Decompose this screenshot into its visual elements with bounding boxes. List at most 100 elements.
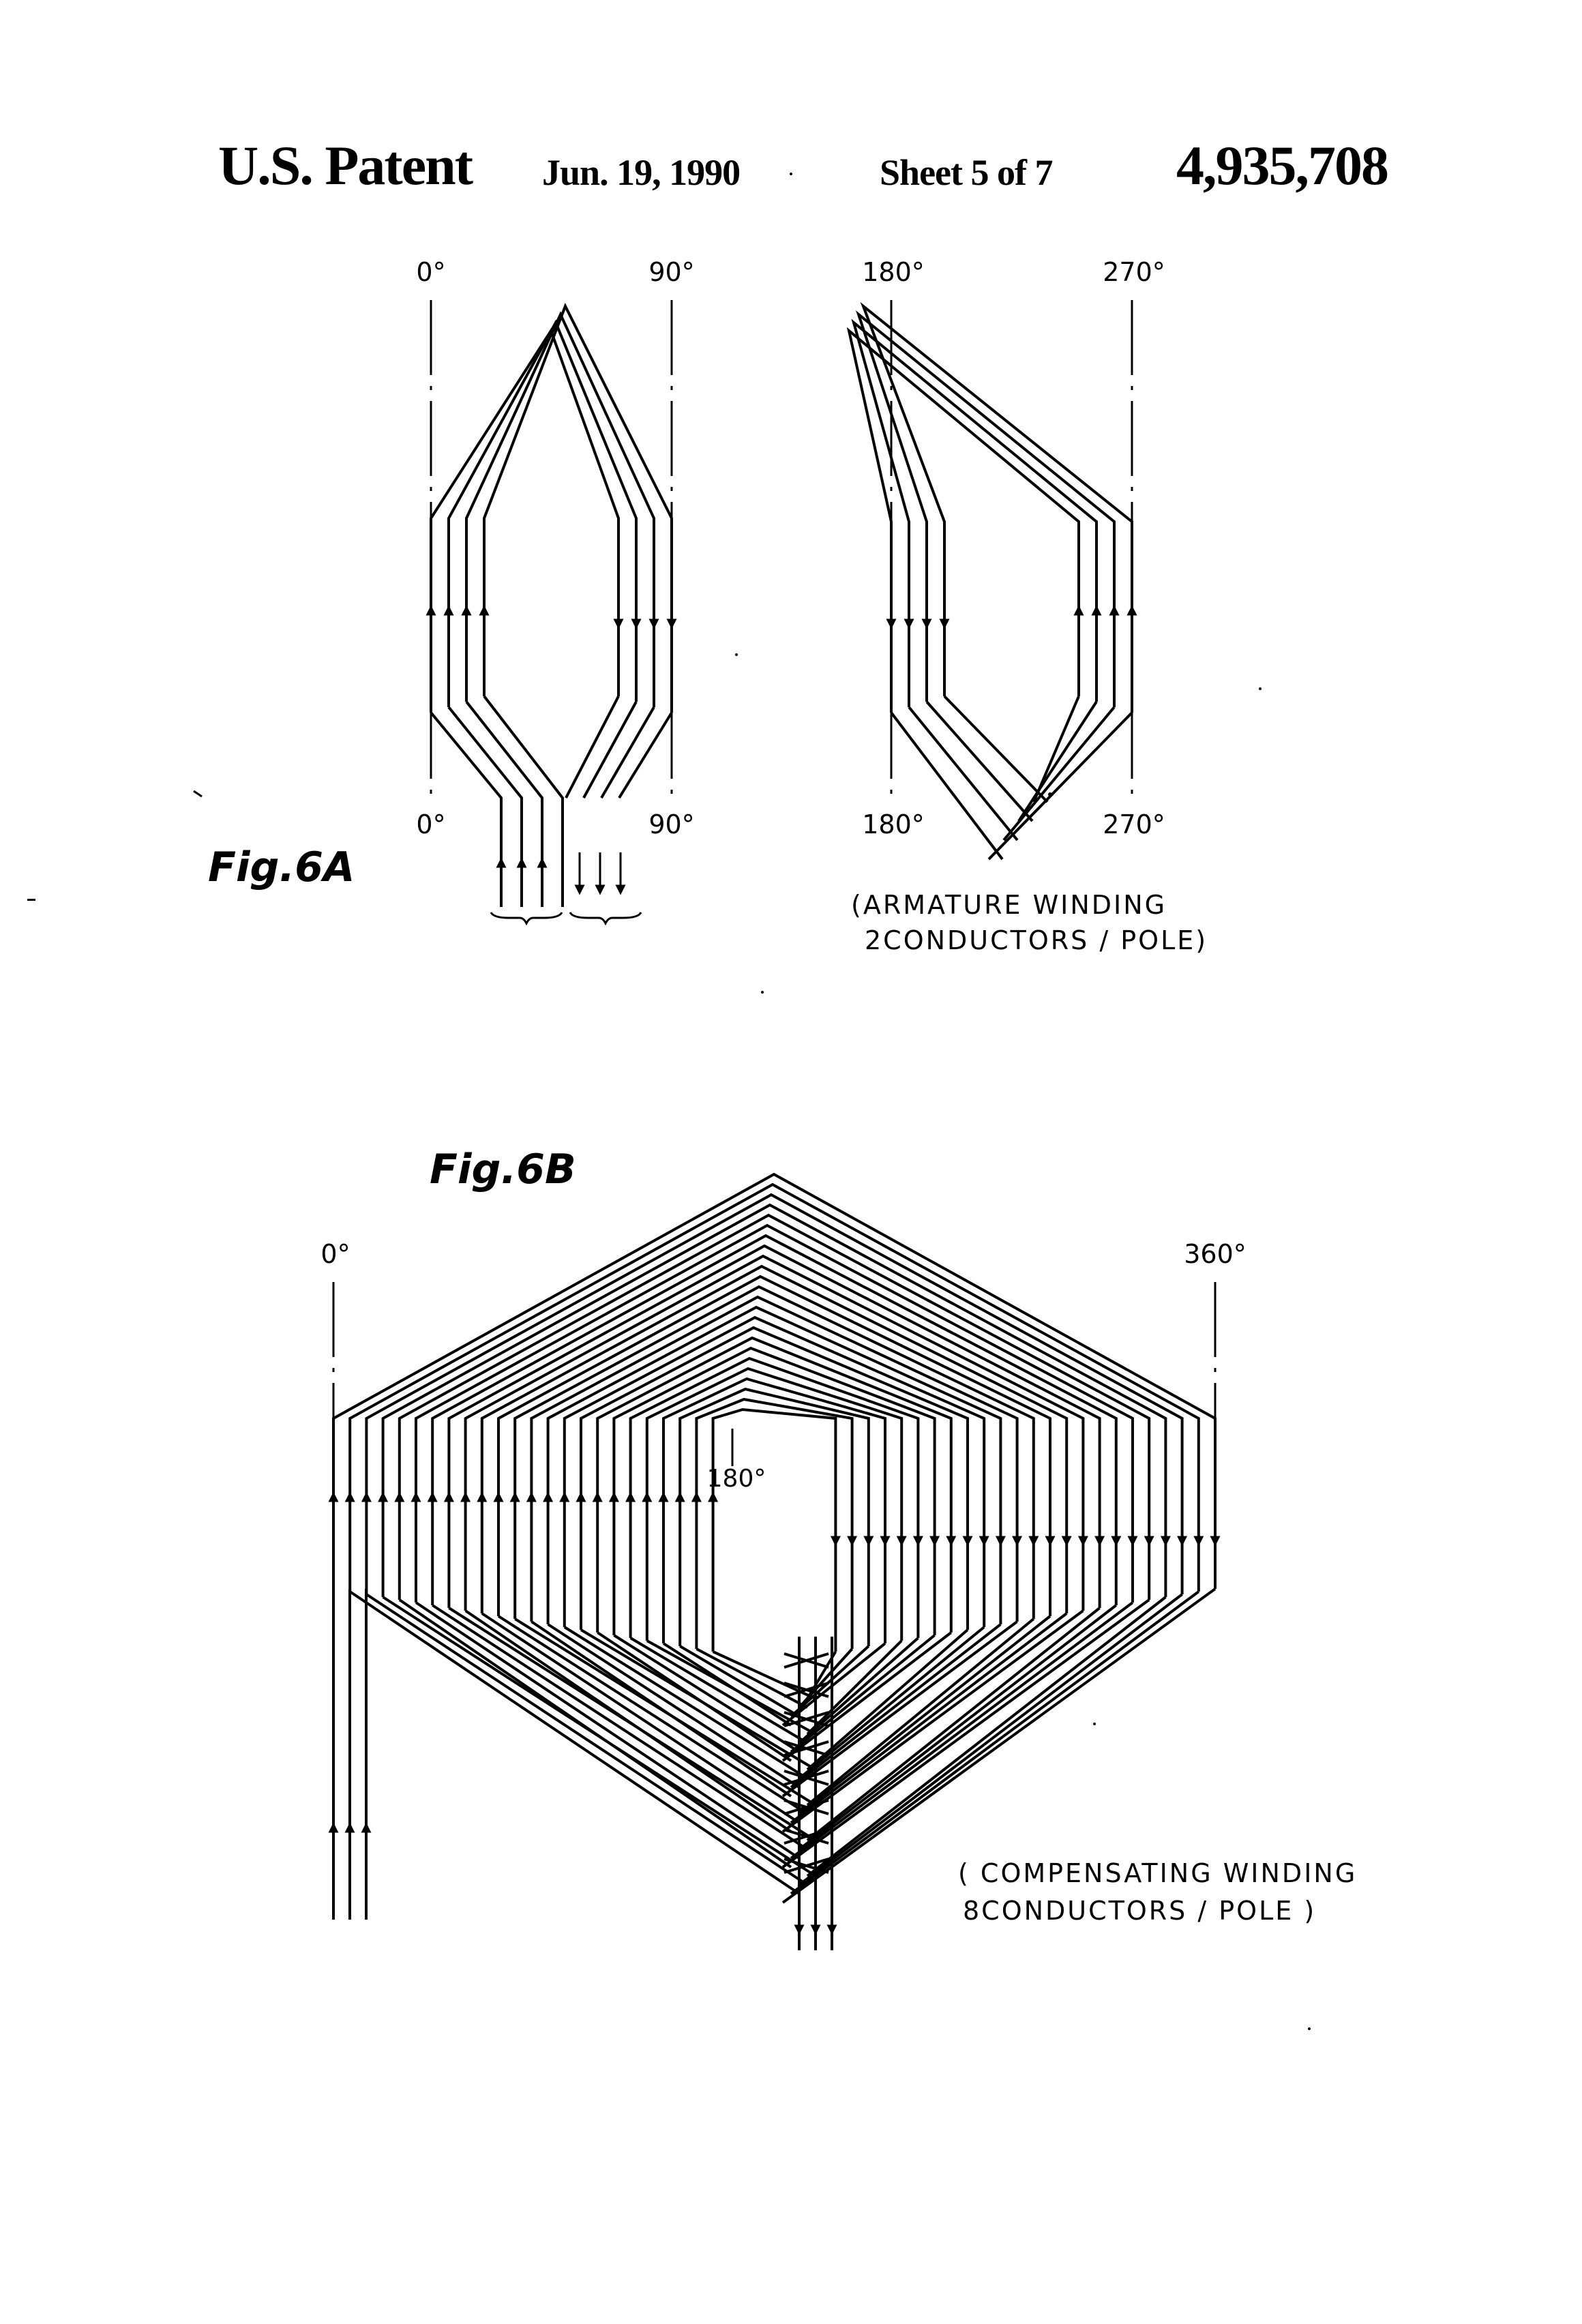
fig6b-coil-lower-right	[790, 1601, 1134, 1860]
fig6b-coil-lower-right	[790, 1590, 1199, 1895]
fig6b-coil	[348, 1182, 1200, 1592]
fig6a-top-angle-90: 90°	[648, 257, 694, 287]
fig6b-crossover	[783, 1652, 829, 1669]
fig6b-coil	[398, 1213, 1151, 1600]
fig6b-coil	[381, 1203, 1167, 1597]
fig6b-angle-180: 180°	[707, 1465, 766, 1493]
patent-title: U.S. Patent	[218, 134, 473, 196]
fig6b-coil	[580, 1326, 969, 1630]
fig6b-coil-lower-right	[781, 1598, 1150, 1868]
fig6a-diagram: 0° 90° 180° 270° 0° 90° 180° 270° Fig.6A…	[208, 257, 1208, 955]
fig6a-bottom-angle-180: 180°	[862, 809, 925, 839]
fig6b-coil-lower-right	[781, 1588, 1217, 1904]
fig6b-reference-lines	[332, 1282, 1217, 1466]
fig6a-top-angle-180: 180°	[862, 257, 925, 287]
fig6b-coil-lower-left	[464, 1609, 792, 1833]
fig6b-crossover	[783, 1770, 829, 1786]
fig6b-coil	[596, 1336, 953, 1633]
fig6b-coil	[415, 1223, 1134, 1603]
fig6a-coil-lower-right	[618, 711, 673, 799]
fig6b-coil	[695, 1397, 854, 1649]
fig6b-coil	[365, 1193, 1184, 1594]
fig6a-reference-lines	[430, 300, 1133, 798]
fig6a-coil-lower	[943, 695, 1049, 803]
fig6b-coil-lower-right	[781, 1631, 953, 1762]
fig6a-coil-upper	[855, 310, 1116, 707]
fig6b-coil-lower-right	[806, 1618, 1035, 1806]
fig6b-coil-lower-left	[365, 1593, 809, 1886]
fig6a-coil-lower	[908, 706, 1019, 841]
fig6b-coil-lower-left	[696, 1648, 808, 1709]
fig6b-coil-lower-right	[798, 1637, 919, 1744]
fig6a-coil-lower	[1032, 696, 1080, 803]
fig6b-coil	[480, 1264, 1069, 1613]
fig6b-diagram: Fig.6B 0° 360° 180° ( COMPENSATING WINDI…	[320, 1146, 1357, 1950]
fig6a-caption-line1: (ARMATURE WINDING	[851, 890, 1167, 920]
fig6a-coil-upper	[483, 303, 673, 713]
fig6b-coil	[464, 1254, 1085, 1611]
fig6a-bottom-angle-270: 270°	[1103, 809, 1165, 839]
fig6b-coil-lower-left	[531, 1620, 792, 1798]
fig6b-coil	[563, 1315, 986, 1627]
fig6a-top-angle-270: 270°	[1103, 257, 1165, 287]
fig6b-coil-lower-left	[679, 1645, 801, 1718]
fig6b-coil-lower-left	[613, 1634, 801, 1753]
fig6b-coil-lower-left	[662, 1642, 792, 1727]
fig6a-top-angle-0: 0°	[416, 257, 445, 287]
fig6b-crossover	[783, 1740, 829, 1757]
fig6a-coil-lower	[1017, 700, 1098, 822]
fig6b-coil-lower-right	[806, 1607, 1101, 1842]
fig6b-coil	[629, 1356, 920, 1638]
fig6a-coil-upper	[846, 327, 1080, 713]
fig6a-coil-upper	[851, 318, 1098, 707]
fig6b-coil-lower-right	[798, 1593, 1183, 1886]
fig6b-coil	[497, 1275, 1051, 1616]
fig6b-coil-lower-right	[806, 1628, 969, 1771]
fig6a-coil-lower-left	[465, 700, 543, 907]
fig6b-coil-lower-left	[629, 1637, 809, 1744]
fig6a-coil-lower-right	[582, 701, 638, 799]
fig6a-bottom-angle-0: 0°	[416, 809, 445, 839]
fig6a-coil-lower-right	[565, 696, 620, 799]
fig6a-armature-winding	[426, 301, 1137, 907]
fig6b-coil-lower-right	[781, 1620, 1018, 1798]
fig6b-coil-lower-right	[798, 1626, 985, 1780]
fig6b-coil-lower-left	[547, 1623, 801, 1789]
fig6a-caption-line2: 2CONDUCTORS / POLE)	[865, 925, 1208, 955]
fig6a-coil-upper	[860, 301, 1133, 713]
fig6a-coil-upper	[447, 319, 638, 707]
fig6b-crossover	[783, 1799, 829, 1815]
fig6b-coil-lower-right	[790, 1612, 1068, 1824]
fig6a-coil-upper	[465, 311, 655, 707]
fig6b-coil-lower-left	[398, 1598, 792, 1868]
fig6b-coil-lower-left	[597, 1631, 792, 1762]
fig6b-label: Fig.6B	[430, 1146, 576, 1193]
fig6b-coil	[332, 1172, 1217, 1589]
fig6b-coil	[513, 1285, 1035, 1619]
fig6b-coil-lower-left	[481, 1612, 801, 1824]
fig6b-coil-lower-left	[497, 1615, 809, 1815]
patent-date: Jun. 19, 1990	[542, 152, 741, 193]
fig6b-caption-line2: 8CONDUCTORS / POLE )	[963, 1896, 1316, 1926]
fig6a-coil-upper	[430, 327, 620, 713]
fig6a-label: Fig.6A	[208, 844, 355, 891]
fig6b-coil-lower-right	[798, 1604, 1118, 1851]
scan-specks	[27, 173, 1311, 2030]
fig6a-coil-lower-left	[483, 695, 564, 907]
fig6a-coil-lower	[890, 711, 1004, 861]
fig6b-crossover	[783, 1828, 829, 1845]
fig6b-crossover	[783, 1858, 829, 1874]
fig6b-coil	[431, 1234, 1118, 1605]
fig6b-angle-360: 360°	[1184, 1239, 1247, 1269]
fig6b-coil	[678, 1387, 870, 1646]
patent-number: 4,935,708	[1176, 134, 1389, 196]
fig6b-caption-line1: ( COMPENSATING WINDING	[958, 1858, 1357, 1888]
fig6b-coil	[612, 1346, 936, 1635]
fig6b-coil-lower-right	[790, 1623, 1002, 1789]
fig6a-coil-lower-left	[447, 706, 523, 907]
fig6b-coil-lower-right	[806, 1639, 903, 1735]
fig6b-coil	[546, 1305, 1002, 1624]
fig6a-lead-braces	[490, 912, 642, 926]
sheet-number: Sheet 5 of 7	[880, 152, 1053, 193]
